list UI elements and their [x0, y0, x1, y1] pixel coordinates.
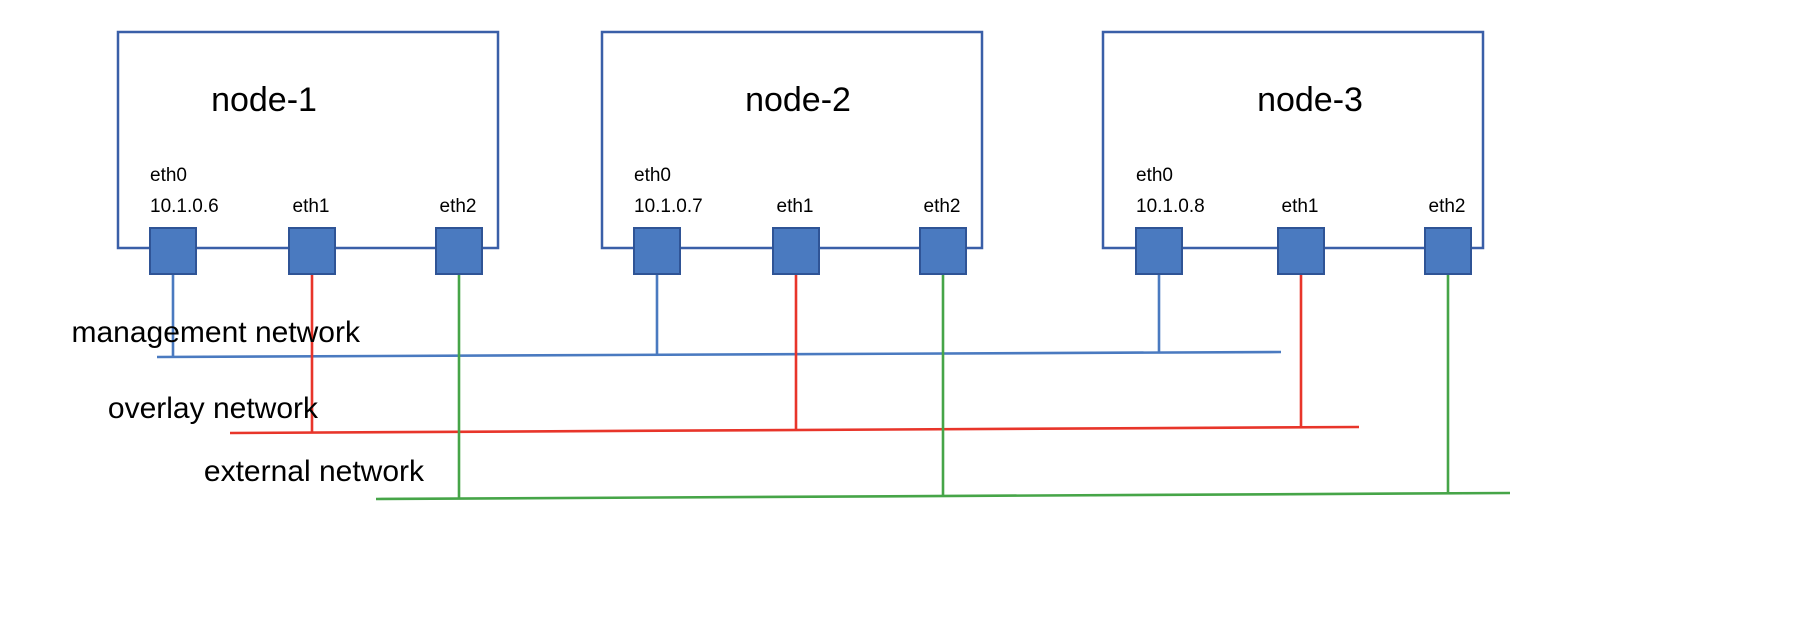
port-node-2-eth1[interactable]: [772, 227, 820, 275]
iface-name-node-1-eth0: eth0: [150, 165, 187, 186]
network-label-management: management network: [72, 316, 361, 349]
port-node-3-eth2[interactable]: [1424, 227, 1472, 275]
port-node-2-eth2[interactable]: [919, 227, 967, 275]
iface-ip-node-3-eth0: 10.1.0.8: [1136, 196, 1205, 217]
port-node-1-eth0[interactable]: [149, 227, 197, 275]
port-node-3-eth1[interactable]: [1277, 227, 1325, 275]
port-node-1-eth1[interactable]: [288, 227, 336, 275]
node-title-node-2: node-2: [745, 81, 851, 119]
iface-name-node-3-eth0: eth0: [1136, 165, 1173, 186]
text-layer: management network overlay network externa…: [72, 81, 1466, 488]
iface-name-node-2-eth1: eth1: [777, 196, 814, 217]
iface-name-node-2-eth2: eth2: [924, 196, 961, 217]
node-box-node-2[interactable]: [600, 30, 984, 250]
node-box-node-3[interactable]: [1101, 30, 1485, 250]
port-node-3-eth0[interactable]: [1135, 227, 1183, 275]
network-bus-management[interactable]: [156, 350, 1282, 359]
node-title-node-3: node-3: [1257, 81, 1363, 119]
iface-name-node-1-eth1: eth1: [293, 196, 330, 217]
node-box-node-1[interactable]: [116, 30, 500, 250]
node-title-node-1: node-1: [211, 81, 317, 119]
port-node-2-eth0[interactable]: [633, 227, 681, 275]
interface-drop-layer: [171, 274, 1450, 499]
iface-ip-node-1-eth0: 10.1.0.6: [150, 196, 219, 217]
iface-name-node-3-eth1: eth1: [1282, 196, 1319, 217]
network-label-overlay: overlay network: [108, 392, 319, 425]
iface-name-node-2-eth0: eth0: [634, 165, 671, 186]
iface-name-node-3-eth2: eth2: [1429, 196, 1466, 217]
iface-name-node-1-eth2: eth2: [440, 196, 477, 217]
port-layer: [149, 227, 1472, 275]
network-bus-overlay[interactable]: [229, 425, 1360, 435]
port-node-1-eth2[interactable]: [435, 227, 483, 275]
network-label-external: external network: [204, 455, 425, 488]
node-layer: [116, 30, 1485, 250]
iface-ip-node-2-eth0: 10.1.0.7: [634, 196, 703, 217]
